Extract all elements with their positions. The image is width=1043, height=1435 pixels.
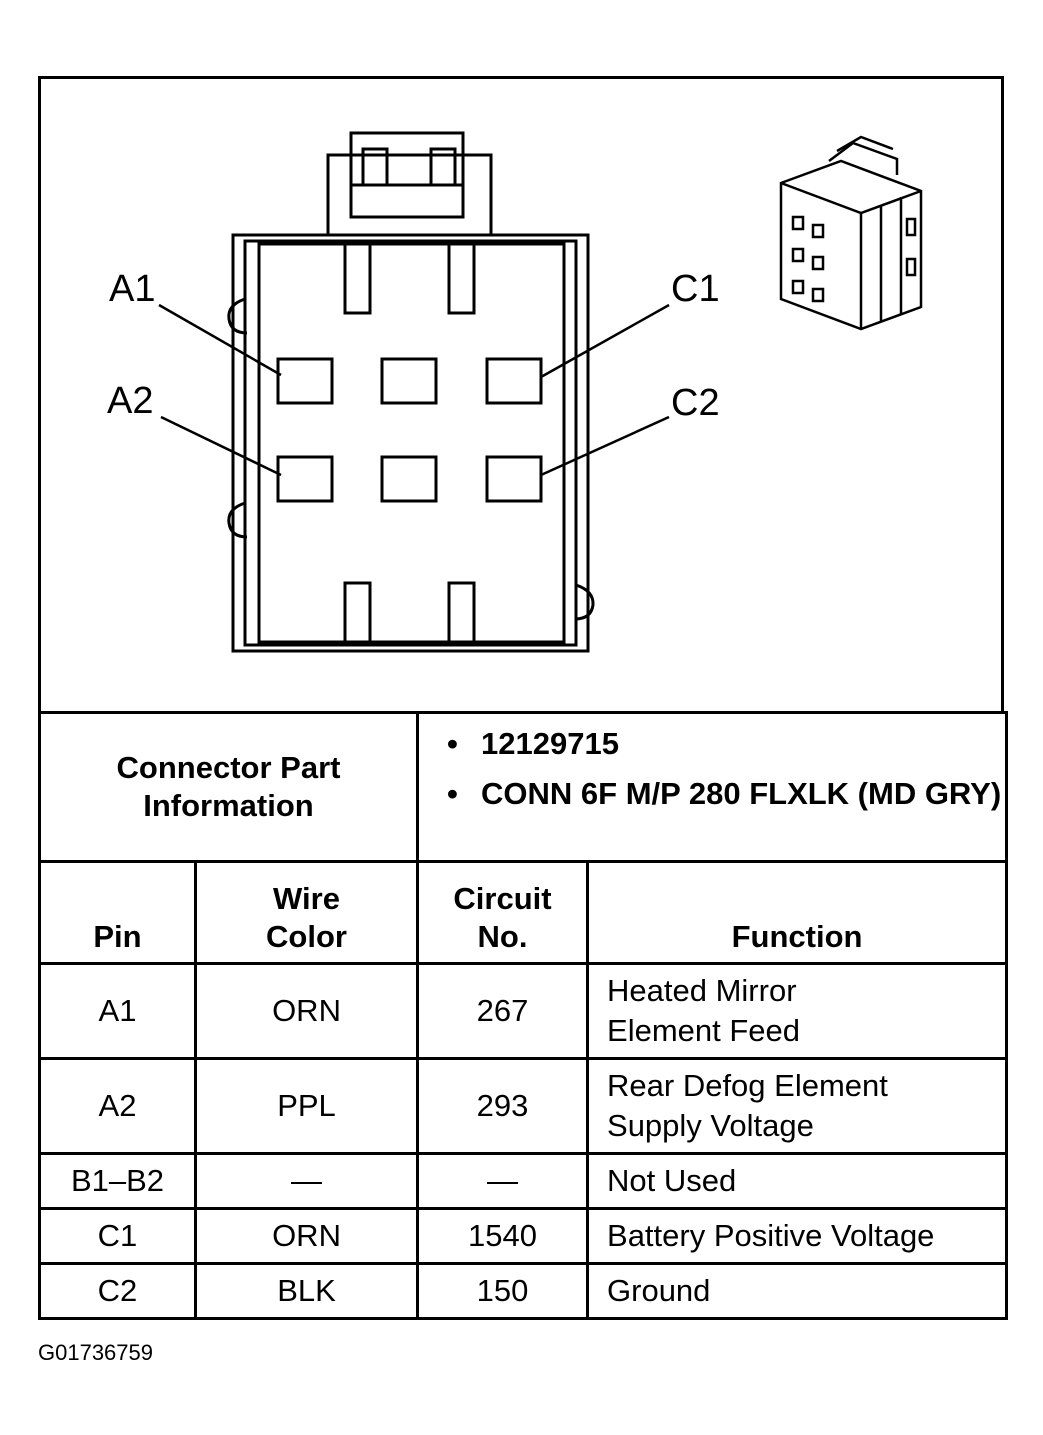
cell-circuit: 150	[416, 1262, 590, 1320]
cavity-c2	[485, 455, 543, 503]
cell-wire-color: BLK	[193, 1262, 420, 1320]
cell-wire-color: —	[193, 1152, 420, 1210]
cell-function: Battery Positive Voltage	[586, 1207, 1009, 1265]
table-row: A2 PPL 293 Rear Defog Element Supply Vol…	[38, 1057, 1009, 1155]
cell-function: Ground	[586, 1262, 1009, 1320]
info-item: • 12129715	[447, 724, 1005, 764]
info-label-line1: Connector Part	[116, 750, 341, 785]
connector-isometric-view	[779, 135, 923, 331]
cell-function: Heated Mirror Element Feed	[586, 962, 1009, 1060]
pin-label-c2: C2	[671, 382, 720, 424]
cell-function: Not Used	[586, 1152, 1009, 1210]
cell-pin: A1	[38, 962, 197, 1060]
connector-part-info-label: Connector Part Information	[37, 711, 420, 863]
pin-label-a1: A1	[109, 268, 155, 310]
cell-circuit: 1540	[416, 1207, 590, 1265]
cell-wire-color: ORN	[193, 1207, 420, 1265]
part-number: 12129715	[481, 726, 619, 761]
pin-label-c1: C1	[671, 268, 720, 310]
connector-part-info-row: Connector Part Information • 12129715 • CO…	[37, 711, 1009, 863]
cavity-c1	[485, 357, 543, 405]
bullet-icon: •	[447, 776, 458, 811]
connector-part-info-values: • 12129715 • CONN 6F M/P 280 FLXLK (MD GRY…	[416, 711, 1009, 863]
cell-circuit: —	[416, 1152, 590, 1210]
leader-lines	[158, 303, 670, 477]
cell-pin: C2	[38, 1262, 197, 1320]
cell-function: Rear Defog Element Supply Voltage	[586, 1057, 1009, 1155]
connector-pinout-table: Connector Part Information • 12129715 • CO…	[37, 711, 1009, 1320]
header-wire-color: Wire Color	[193, 860, 420, 965]
cell-wire-color: PPL	[193, 1057, 420, 1155]
cell-circuit: 267	[416, 962, 590, 1060]
header-pin: Pin	[38, 860, 197, 965]
table-row: A1 ORN 267 Heated Mirror Element Feed	[38, 962, 1009, 1060]
cavity-b2	[380, 455, 438, 503]
bullet-icon: •	[447, 726, 458, 761]
info-label-line2: Information	[143, 788, 314, 823]
table-row: B1–B2 — — Not Used	[38, 1152, 1009, 1210]
figure-id: G01736759	[38, 1340, 153, 1365]
connector-latch	[326, 131, 493, 237]
cell-pin: C1	[38, 1207, 197, 1265]
cell-pin: B1–B2	[38, 1152, 197, 1210]
connector-face-drawing: A1 A2 C1 C2	[107, 131, 923, 653]
connector-diagram-panel: A1 A2 C1 C2	[38, 76, 1004, 712]
connector-body	[227, 233, 595, 653]
pin-label-a2: A2	[107, 380, 153, 422]
cavity-a1	[276, 357, 334, 405]
connector-description: CONN 6F M/P 280 FLXLK (MD GRY)	[481, 776, 1002, 811]
cell-wire-color: ORN	[193, 962, 420, 1060]
cavity-a2	[276, 455, 334, 503]
table-header-row: Pin Wire Color Circuit No. Function	[38, 860, 1009, 965]
table-row: C2 BLK 150 Ground	[38, 1262, 1009, 1320]
cavity-b1	[380, 357, 438, 405]
cell-pin: A2	[38, 1057, 197, 1155]
info-item: • CONN 6F M/P 280 FLXLK (MD GRY)	[447, 774, 1005, 814]
cell-circuit: 293	[416, 1057, 590, 1155]
header-function: Function	[586, 860, 1009, 965]
header-circuit-no: Circuit No.	[416, 860, 590, 965]
pin-cavities	[276, 357, 543, 503]
table-row: C1 ORN 1540 Battery Positive Voltage	[38, 1207, 1009, 1265]
